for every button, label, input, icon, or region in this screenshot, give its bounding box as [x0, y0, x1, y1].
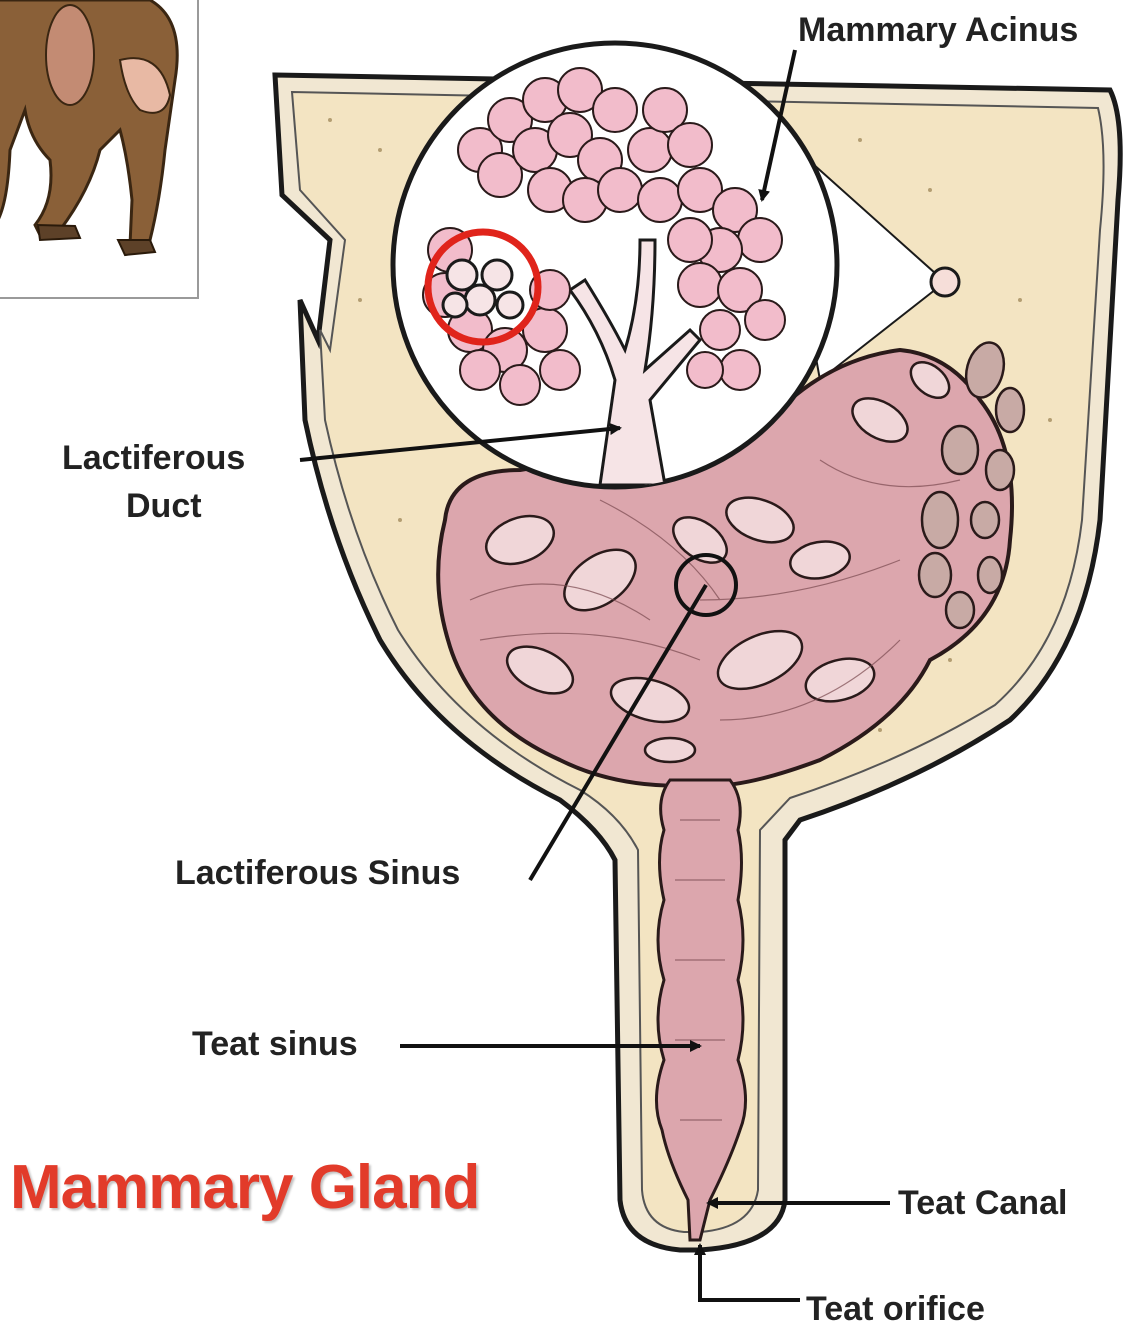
magnified-spot-marker [931, 268, 959, 296]
diagram-title: Mammary Gland [10, 1150, 479, 1226]
label-lactiferous-sinus: Lactiferous Sinus [175, 851, 460, 895]
label-lactiferous-duct-line2: Duct [126, 484, 202, 528]
cow-inset-icon [0, 0, 198, 298]
label-teat-canal: Teat Canal [898, 1181, 1067, 1225]
label-teat-orifice: Teat orifice [806, 1287, 985, 1331]
magnifier-circle [393, 43, 837, 487]
label-lactiferous-duct-line1: Lactiferous [62, 436, 245, 480]
label-mammary-acinus: Mammary Acinus [798, 8, 1078, 52]
label-teat-sinus: Teat sinus [192, 1022, 358, 1066]
